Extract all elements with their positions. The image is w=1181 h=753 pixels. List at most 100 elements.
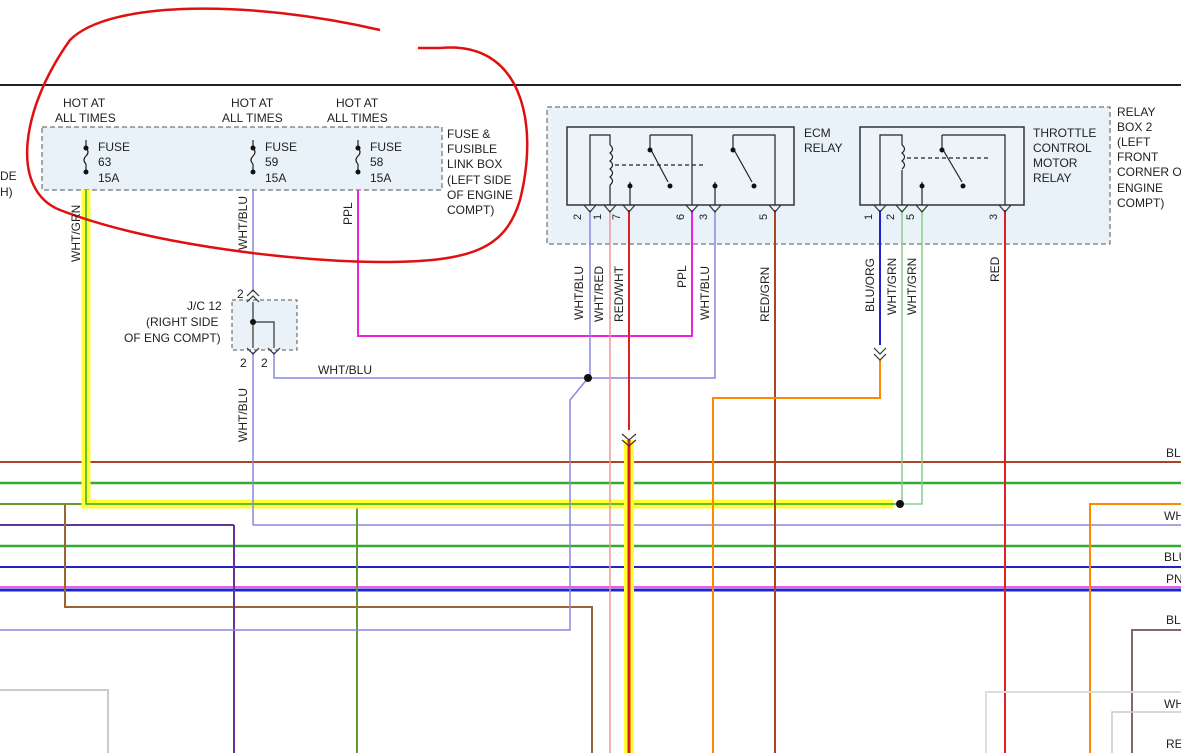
fuse-amp: 15A xyxy=(265,171,286,185)
fuse-box-title: FUSE & xyxy=(447,127,490,141)
fuse-amp: 15A xyxy=(370,171,391,185)
edge-label: DE xyxy=(0,169,17,183)
contact-dot xyxy=(939,147,945,153)
ecm-relay-box xyxy=(566,126,795,206)
jc-pin: 2 xyxy=(240,356,247,370)
wire-label: WHT/GRN xyxy=(69,205,83,262)
fuse-label: FUSE xyxy=(370,140,402,154)
connector-symbol xyxy=(583,204,1012,213)
relay-pin: 7 xyxy=(611,214,623,220)
connector-symbol xyxy=(873,347,887,361)
wire xyxy=(1089,503,1181,753)
wire xyxy=(985,691,1181,753)
fuse-box-title: FUSIBLE xyxy=(447,142,497,156)
hot-label: ALL TIMES xyxy=(222,111,283,125)
relay-box-title: CORNER OF xyxy=(1117,165,1181,179)
connector-symbol xyxy=(621,433,637,447)
relay-pin: 1 xyxy=(592,214,604,220)
fuse-box-title: OF ENGINE xyxy=(447,188,513,202)
wire xyxy=(1111,711,1181,753)
fuse-label: FUSE xyxy=(265,140,297,154)
wire xyxy=(0,377,589,631)
ecm-relay-label: ECM xyxy=(804,126,831,140)
relay-box-title: COMPT) xyxy=(1117,196,1164,210)
wire xyxy=(0,689,109,753)
wire-label: WHT/BLU xyxy=(318,363,372,377)
relay-pin: 2 xyxy=(572,214,584,220)
bus-label: PN xyxy=(1166,572,1181,586)
contact-dot xyxy=(730,147,736,153)
jc-pin: 2 xyxy=(237,287,244,301)
relay-box-title: FRONT xyxy=(1117,150,1159,164)
fuse-terminal xyxy=(83,145,89,151)
contact-dot xyxy=(627,183,633,189)
fuse-box-outline xyxy=(41,126,443,191)
wire-label: PPL xyxy=(341,202,355,225)
fuse-terminal xyxy=(250,145,256,151)
junction-box xyxy=(231,299,298,351)
bus-label: WH xyxy=(1164,697,1181,711)
wire-label: WHT/GRN xyxy=(905,258,919,315)
contact-dot xyxy=(960,183,966,189)
tcm-relay-label: CONTROL xyxy=(1033,141,1092,155)
wire xyxy=(0,503,593,753)
hot-label: HOT AT xyxy=(336,96,379,110)
fuse-number: 58 xyxy=(370,155,384,169)
connector-symbol xyxy=(246,289,260,303)
hot-label: HOT AT xyxy=(231,96,274,110)
annotation-circle xyxy=(25,7,529,264)
fuse-terminal xyxy=(250,169,256,175)
wire-label: WHT/GRN xyxy=(885,258,899,315)
fuse-box-title: LINK BOX xyxy=(447,157,502,171)
contact-dot xyxy=(647,147,653,153)
tcm-relay-label: MOTOR xyxy=(1033,156,1078,170)
wire xyxy=(588,210,716,379)
wire-label: WHT/BLU xyxy=(236,196,250,250)
relay-box-title: (LEFT xyxy=(1117,135,1151,149)
relay-box-title: RELAY xyxy=(1117,105,1155,119)
relay-pin: 5 xyxy=(905,214,917,220)
wire-label: WHT/BLU xyxy=(572,266,586,320)
tcm-relay-internals xyxy=(879,134,1006,205)
wire-label: WHT/RED xyxy=(592,266,606,322)
bus-label: BL xyxy=(1166,446,1181,460)
relay-pin: 1 xyxy=(863,214,875,220)
edge-label: H) xyxy=(0,185,13,199)
relay-box-outline xyxy=(546,106,1111,245)
splice-dot xyxy=(584,374,592,382)
splice-dot xyxy=(250,319,256,325)
jc-label: OF ENG COMPT) xyxy=(124,331,221,345)
wire-label: RED xyxy=(988,256,1002,282)
contact-dot xyxy=(667,183,673,189)
fuse-terminal xyxy=(355,145,361,151)
relay-box-title: BOX 2 xyxy=(1117,120,1153,134)
wire-wht-blu-jc xyxy=(273,352,588,379)
tcm-relay-label: RELAY xyxy=(1033,171,1071,185)
relay-pin: 6 xyxy=(675,214,687,220)
wire xyxy=(712,360,881,753)
fuse-box-title: (LEFT SIDE xyxy=(447,173,511,187)
fuse-number: 59 xyxy=(265,155,279,169)
wire-label: RED/GRN xyxy=(758,267,772,322)
contact-dot xyxy=(751,183,757,189)
bus-label: WH xyxy=(1164,509,1181,523)
contact-dot xyxy=(919,183,925,189)
relay-box-title: ENGINE xyxy=(1117,181,1163,195)
wire-ppl xyxy=(357,190,693,337)
jc-pin: 2 xyxy=(261,356,268,370)
fuse-label: FUSE xyxy=(98,140,130,154)
wire xyxy=(0,503,358,753)
fuse-box-title: COMPT) xyxy=(447,203,494,217)
wire-label: WHT/BLU xyxy=(698,266,712,320)
ecm-relay-label: RELAY xyxy=(804,141,842,155)
wire-label: RED/WHT xyxy=(612,265,626,322)
bus-label: BLU xyxy=(1164,550,1181,564)
hot-label: ALL TIMES xyxy=(55,111,116,125)
jc-label: J/C 12 xyxy=(187,299,222,313)
fuse-terminal xyxy=(355,169,361,175)
fuse-terminal xyxy=(83,169,89,175)
bus-label: BL xyxy=(1166,613,1181,627)
jc-label: (RIGHT SIDE xyxy=(146,315,218,329)
hot-label: ALL TIMES xyxy=(327,111,388,125)
